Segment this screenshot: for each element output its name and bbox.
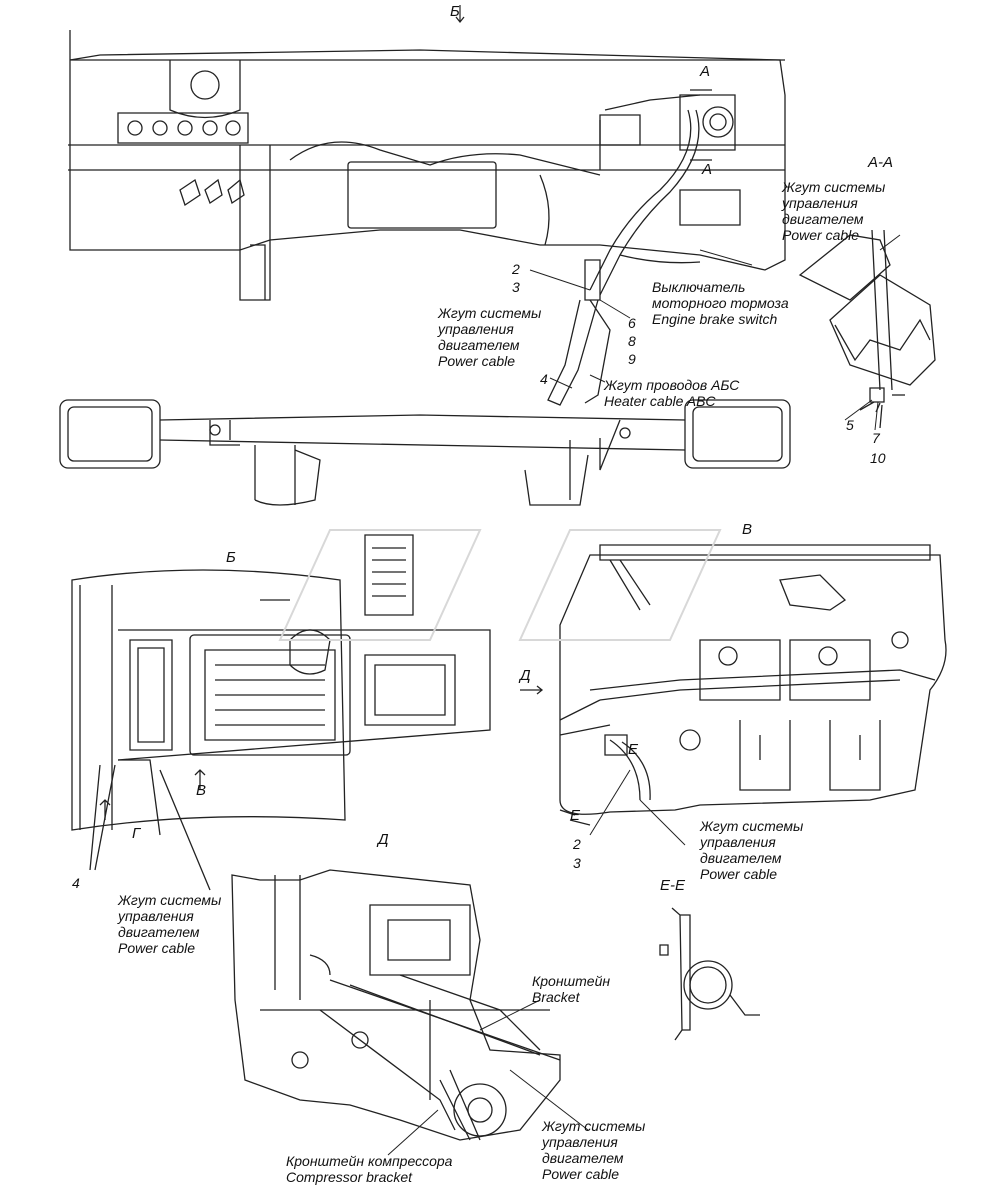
section-aa-connector <box>800 230 935 428</box>
callout-3-bottom: 3 <box>573 855 581 871</box>
power-cable-label-view-v: Жгут системы управления двигателем Power… <box>700 818 804 882</box>
frame-crossmember-view <box>68 5 785 405</box>
callout-7: 7 <box>872 430 880 446</box>
power-cable-label-aa: Жгут системы управления двигателем Power… <box>782 179 886 243</box>
section-ee-clamp <box>660 908 760 1040</box>
section-a-marker-top: А <box>700 63 711 80</box>
power-cable-label-view-d: Жгут системы управления двигателем Power… <box>542 1118 646 1182</box>
callout-4-bottom: 4 <box>72 875 80 891</box>
callout-2-bottom: 2 <box>573 836 581 852</box>
section-e-marker-right: Е <box>628 741 639 758</box>
power-cable-label-view-b: Жгут системы управления двигателем Power… <box>118 892 222 956</box>
section-e-marker-left: Е <box>570 807 581 824</box>
callout-9: 9 <box>628 351 636 367</box>
view-d-title: Д <box>378 831 389 848</box>
view-v-marker: В <box>196 782 207 799</box>
callout-4-top: 4 <box>540 371 548 387</box>
mudguard-bracket-view <box>60 400 790 505</box>
view-g-marker: Г <box>132 825 141 842</box>
engine-brake-switch-label: Выключатель моторного тормоза Engine bra… <box>652 279 789 327</box>
section-a-marker-bottom: А <box>702 161 713 178</box>
callout-5: 5 <box>846 417 854 433</box>
view-v-title: В <box>742 521 753 538</box>
section-ee-title: Е-Е <box>660 877 686 894</box>
compressor-view-d <box>232 870 560 1140</box>
callout-3-top: 3 <box>512 279 520 295</box>
leader-lines <box>388 235 900 1155</box>
callout-8: 8 <box>628 333 636 349</box>
view-b-marker-top: Б <box>450 3 460 20</box>
power-cable-label-frame: Жгут системы управления двигателем Power… <box>438 305 542 369</box>
engine-side-view-v <box>560 545 946 825</box>
callout-10: 10 <box>870 450 886 466</box>
heater-cable-label: Жгут проводов АБС Heater cable ABC <box>604 377 740 409</box>
compressor-bracket-label: Кронштейн компрессора Compressor bracket <box>286 1153 453 1185</box>
bracket-label: Кронштейн Bracket <box>532 973 611 1005</box>
view-d-marker: Д <box>520 667 531 684</box>
view-b-title: Б <box>226 549 236 566</box>
engine-plan-view-b <box>72 535 542 890</box>
watermark <box>280 530 720 640</box>
callout-6: 6 <box>628 315 636 331</box>
callout-2-top: 2 <box>512 261 520 277</box>
section-aa-title: А-А <box>868 154 894 171</box>
